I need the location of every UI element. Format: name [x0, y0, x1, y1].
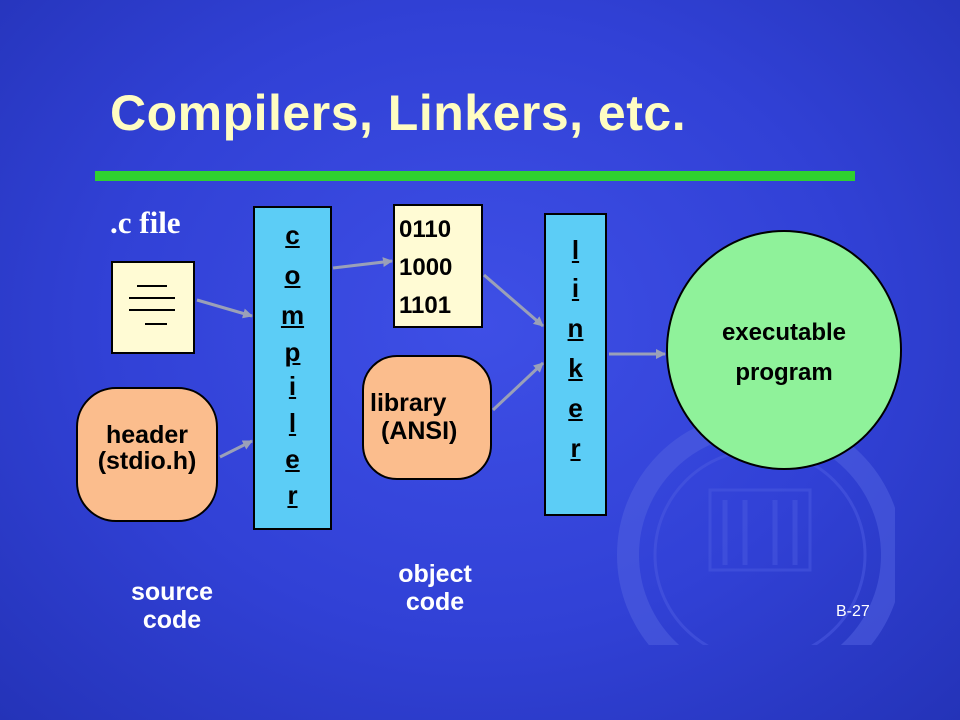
- object-code-caption-line2: code: [405, 588, 465, 616]
- object-code-caption-line1: object: [398, 560, 472, 588]
- source-code-caption-line2: code: [142, 606, 202, 634]
- executable-label: executable: [721, 319, 847, 346]
- header-file-box: header (stdio.h): [76, 387, 218, 522]
- header-file-name: header: [106, 421, 188, 449]
- compiler-letter: p: [284, 337, 301, 367]
- linker-letter: e: [568, 393, 583, 423]
- compiler-letter: r: [287, 480, 298, 510]
- header-file-path: (stdio.h): [97, 447, 197, 475]
- binary-line: 0110: [399, 216, 452, 243]
- arrow-object-to-linker: [483, 273, 544, 328]
- linker-box: l i n k e r: [544, 213, 607, 516]
- arrow-library-to-linker: [491, 361, 545, 412]
- library-standard: (ANSI): [381, 417, 458, 445]
- c-file-label: .c file: [110, 205, 181, 240]
- source-code-caption-line1: source: [131, 578, 213, 606]
- linker-letter: i: [571, 273, 580, 303]
- linker-letter: n: [567, 313, 584, 343]
- slide-number: B-27: [836, 603, 870, 620]
- linker-letter: l: [571, 235, 580, 265]
- arrow-header-to-compiler: [219, 439, 253, 459]
- title-underline: [95, 171, 855, 181]
- linker-letter: k: [568, 353, 583, 383]
- c-file-document-icon: [111, 261, 195, 354]
- compiler-letter: e: [285, 444, 300, 474]
- compiler-box: c o m p i l e r: [253, 206, 332, 530]
- library-label: library: [370, 389, 447, 417]
- compiler-letter: o: [284, 260, 301, 290]
- compiler-letter: i: [288, 371, 297, 401]
- slide-title: Compilers, Linkers, etc.: [110, 85, 687, 141]
- program-label: program: [735, 359, 833, 386]
- arrow-compiler-to-object: [332, 257, 393, 270]
- arrow-source-to-compiler: [196, 298, 253, 319]
- binary-line: 1101: [399, 292, 452, 319]
- compiler-letter: m: [280, 300, 305, 330]
- binary-line: 1000: [399, 254, 453, 281]
- linker-letter: r: [570, 433, 581, 463]
- library-box: library (ANSI): [362, 355, 492, 480]
- compiler-letter: l: [288, 408, 297, 438]
- object-code-box: 0110 1000 1101: [393, 204, 483, 328]
- executable-program-circle: executable program: [666, 230, 902, 470]
- compiler-letter: c: [285, 220, 300, 250]
